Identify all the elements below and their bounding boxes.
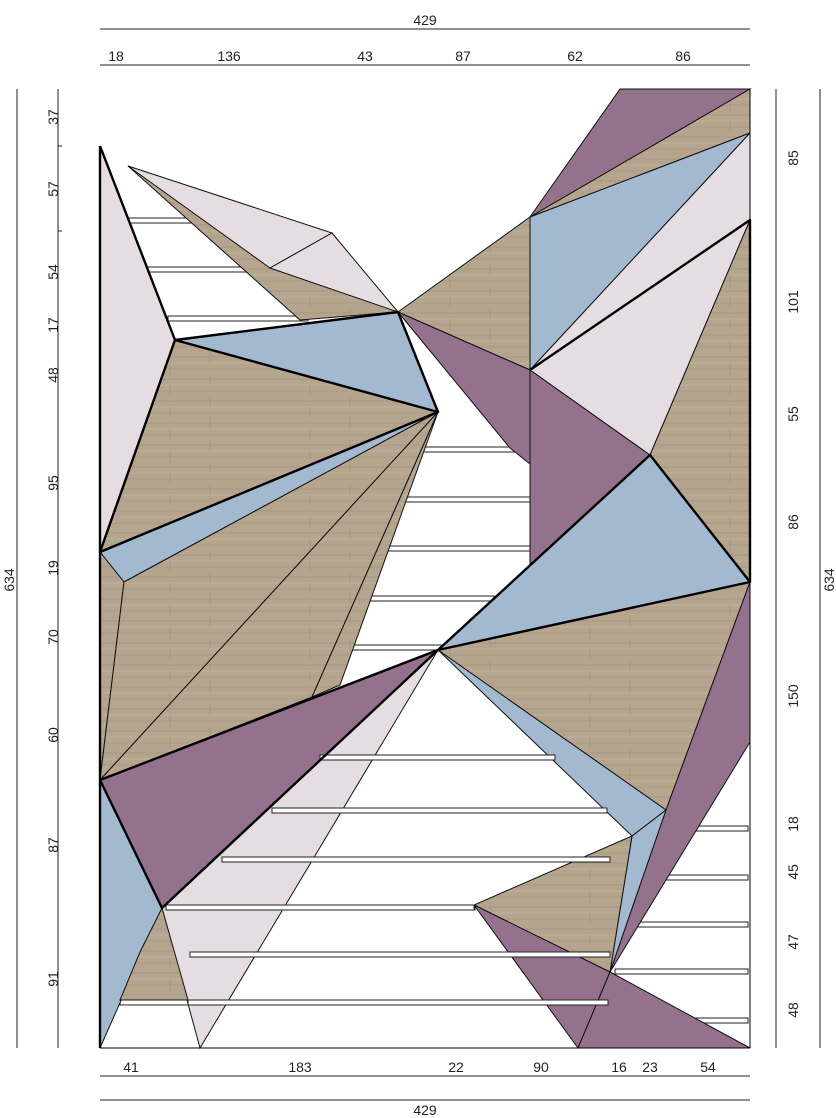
bottom-segment-label: 23 xyxy=(642,1059,658,1075)
top-total-label: 429 xyxy=(413,12,437,28)
right-segment-label: 86 xyxy=(785,514,801,530)
right-segment-label: 47 xyxy=(785,934,801,950)
slat xyxy=(397,496,531,503)
left-segment-label: 91 xyxy=(45,971,61,987)
bottom-segment-label: 22 xyxy=(448,1059,464,1075)
pink-panel xyxy=(268,232,400,314)
bottom-segment-label: 16 xyxy=(611,1059,627,1075)
slat xyxy=(353,595,495,602)
slat xyxy=(189,951,611,958)
slat xyxy=(271,807,608,814)
wood-panel xyxy=(311,411,439,698)
right-segment-label: 45 xyxy=(785,864,801,880)
right-segment-label: 55 xyxy=(785,406,801,422)
slat xyxy=(634,921,749,928)
bottom-segment-label: 183 xyxy=(288,1059,312,1075)
panels-group xyxy=(99,88,752,1050)
slat xyxy=(659,874,749,881)
left-segment-label: 48 xyxy=(45,367,61,383)
bottom-dimension-group: 41 183 22 90 16 23 54 429 xyxy=(100,1059,750,1118)
left-total-label: 634 xyxy=(1,568,17,592)
outline-group xyxy=(98,89,752,1049)
right-segment-label: 150 xyxy=(785,684,801,708)
right-segment-label: 101 xyxy=(785,290,801,314)
top-segment-label: 18 xyxy=(108,48,124,64)
left-segment-label: 54 xyxy=(45,264,61,280)
wood-panel xyxy=(119,906,189,1001)
outline-stroke xyxy=(99,410,439,554)
slat xyxy=(167,315,309,322)
top-segment-label: 62 xyxy=(567,48,583,64)
slat xyxy=(377,545,549,552)
bottom-total-label: 429 xyxy=(413,1102,437,1118)
left-segment-label: 19 xyxy=(45,560,61,576)
top-segment-label: 136 xyxy=(217,48,241,64)
right-segment-label: 18 xyxy=(785,816,801,832)
foreground-slats-group xyxy=(165,754,611,1006)
left-segment-label: 70 xyxy=(45,629,61,645)
slat xyxy=(165,904,475,911)
bottom-segment-label: 54 xyxy=(700,1059,716,1075)
top-segment-label: 43 xyxy=(357,48,373,64)
right-total-label: 634 xyxy=(821,568,836,592)
right-segment-label: 48 xyxy=(785,1002,801,1018)
left-segment-label: 17 xyxy=(45,317,61,333)
outline-stroke xyxy=(98,145,177,554)
left-segment-label: 57 xyxy=(45,181,61,197)
right-dimension-group: 85 101 55 86 150 18 45 47 48 634 xyxy=(775,89,836,1048)
slat xyxy=(221,856,611,863)
top-dimension-group: 429 18 136 43 87 62 86 xyxy=(100,12,750,66)
outline-stroke xyxy=(98,648,440,910)
right-segment-label: 85 xyxy=(785,150,801,166)
bottom-segment-label: 90 xyxy=(533,1059,549,1075)
bottom-segment-label: 41 xyxy=(123,1059,139,1075)
top-segment-label: 86 xyxy=(675,48,691,64)
left-dimension-group: 634 37 57 54 17 48 95 19 70 60 87 91 xyxy=(1,89,62,1048)
left-segment-label: 95 xyxy=(45,475,61,491)
left-segment-label: 37 xyxy=(45,109,61,125)
left-segment-label: 60 xyxy=(45,727,61,743)
outline-stroke xyxy=(174,310,440,414)
top-segment-label: 87 xyxy=(455,48,471,64)
left-segment-label: 87 xyxy=(45,837,61,853)
slat xyxy=(614,968,749,975)
slat xyxy=(187,999,609,1006)
slat xyxy=(319,754,556,761)
outline-stroke xyxy=(437,453,752,652)
